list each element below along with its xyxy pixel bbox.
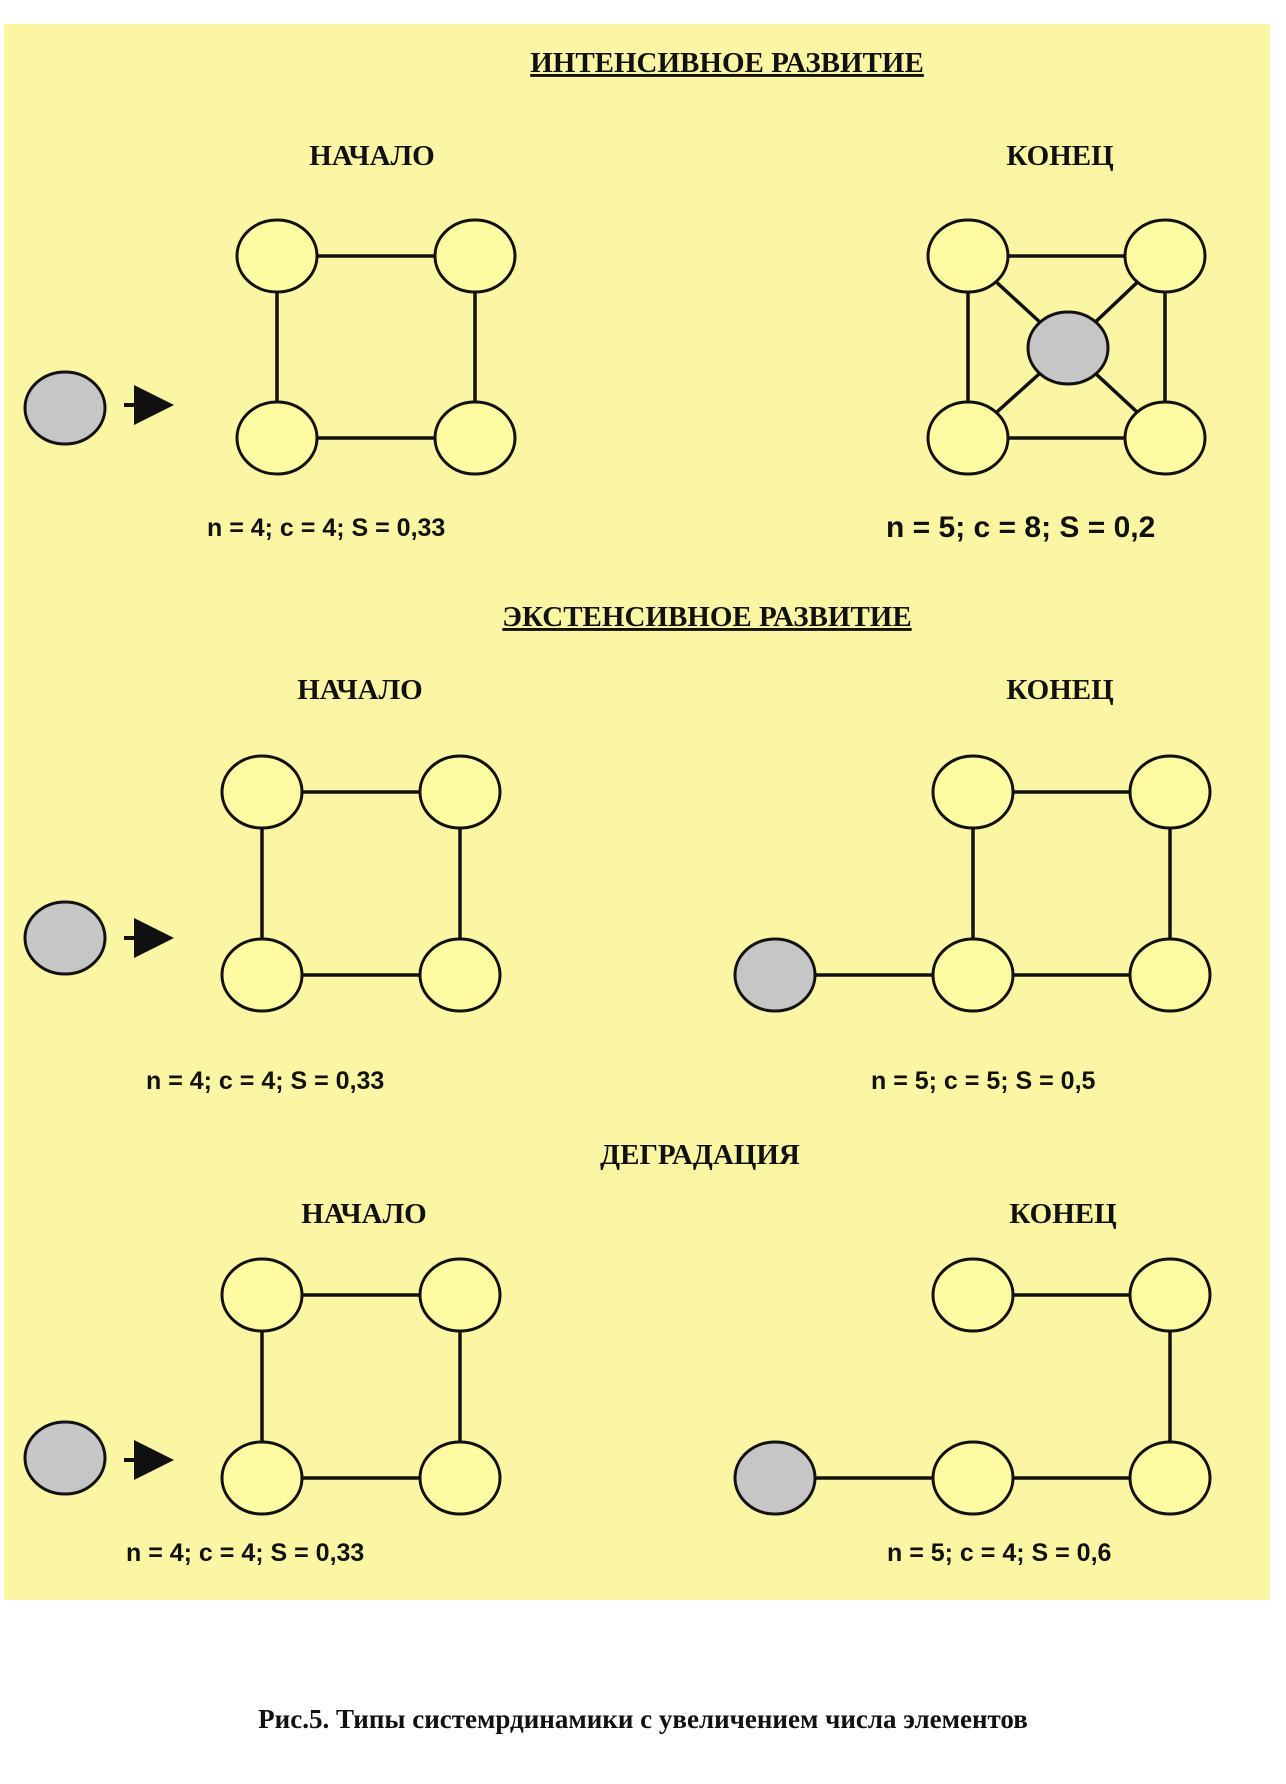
element-node — [931, 1257, 1015, 1333]
diagram-background — [4, 24, 1270, 1600]
element-node — [1123, 400, 1207, 476]
element-node — [418, 754, 502, 830]
new-element-node — [23, 370, 107, 446]
element-node — [418, 1440, 502, 1516]
element-node — [926, 218, 1010, 294]
new-element-node — [1026, 310, 1110, 386]
element-node — [418, 1257, 502, 1333]
section-title-extensive: ЭКСТЕНСИВНОЕ РАЗВИТИЕ — [502, 601, 911, 633]
new-element-node — [733, 937, 817, 1013]
end-label-degradation: КОНЕЦ — [1009, 1198, 1117, 1230]
start-label-extensive: НАЧАЛО — [297, 674, 423, 706]
element-node — [418, 937, 502, 1013]
new-element-node — [733, 1440, 817, 1516]
figure-caption: Рис.5. Типы системрдинамики с увеличение… — [258, 1704, 1028, 1734]
graph-intensive-start — [23, 218, 517, 476]
start-label-intensive: НАЧАЛО — [309, 140, 435, 172]
stats-intensive-end: n = 5; c = 8; S = 0,2 — [886, 511, 1155, 544]
element-node — [220, 1440, 304, 1516]
element-node — [931, 754, 1015, 830]
stats-extensive-start: n = 4; c = 4; S = 0,33 — [146, 1067, 384, 1095]
element-node — [235, 218, 319, 294]
element-node — [220, 754, 304, 830]
end-label-extensive: КОНЕЦ — [1006, 674, 1114, 706]
element-node — [1128, 754, 1212, 830]
new-element-node — [23, 900, 107, 976]
stats-degradation-end: n = 5; c = 4; S = 0,6 — [887, 1539, 1111, 1567]
element-node — [220, 1257, 304, 1333]
element-node — [931, 937, 1015, 1013]
end-label-intensive: КОНЕЦ — [1006, 140, 1114, 172]
element-node — [1128, 1440, 1212, 1516]
element-node — [926, 400, 1010, 476]
element-node — [931, 1440, 1015, 1516]
element-node — [1128, 937, 1212, 1013]
element-node — [433, 218, 517, 294]
start-label-degradation: НАЧАЛО — [301, 1198, 427, 1230]
graph-intensive-end — [926, 218, 1207, 476]
element-node — [433, 400, 517, 476]
graph-degradation-end — [733, 1257, 1212, 1516]
graph-extensive-start — [23, 754, 502, 1013]
section-title-degradation: ДЕГРАДАЦИЯ — [600, 1139, 800, 1171]
graph-degradation-start — [23, 1257, 502, 1516]
new-element-node — [23, 1420, 107, 1496]
stats-degradation-start: n = 4; c = 4; S = 0,33 — [126, 1539, 364, 1567]
element-node — [1123, 218, 1207, 294]
section-title-intensive: ИНТЕНСИВНОЕ РАЗВИТИЕ — [530, 47, 924, 79]
element-node — [235, 400, 319, 476]
element-node — [220, 937, 304, 1013]
element-node — [1128, 1257, 1212, 1333]
stats-extensive-end: n = 5; c = 5; S = 0,5 — [871, 1067, 1096, 1095]
graph-extensive-end — [733, 754, 1212, 1013]
stats-intensive-start: n = 4; c = 4; S = 0,33 — [207, 514, 445, 542]
